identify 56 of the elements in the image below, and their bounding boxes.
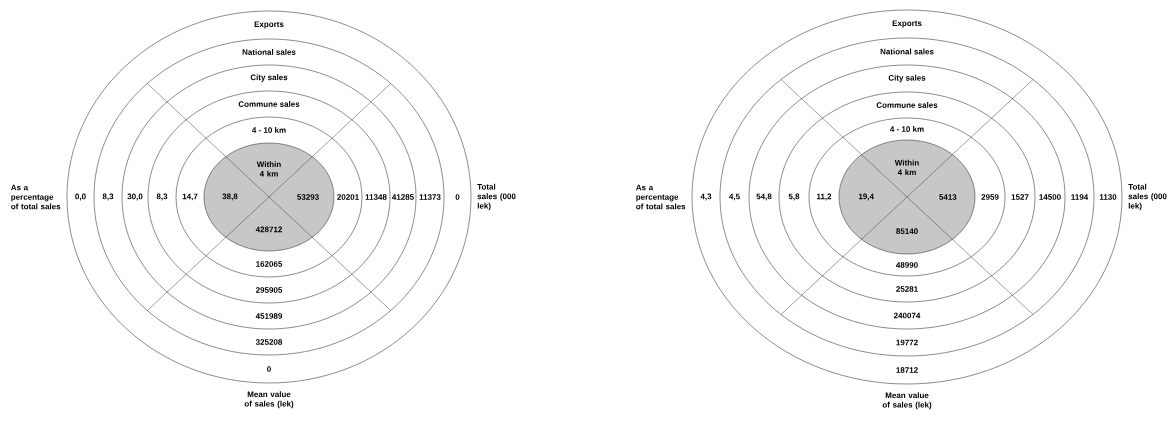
ring-name: 4 - 10 km (252, 127, 286, 133)
ring-name: City sales (888, 74, 926, 83)
ring-name: National sales (880, 48, 934, 55)
ring-name: Within 4 km (894, 159, 919, 176)
total-sales-value: 1130 (1099, 194, 1117, 200)
percentage-value: 19,4 (858, 193, 874, 201)
ring-name: Exports (892, 20, 922, 28)
total-sales-value: 2959 (981, 194, 999, 200)
percentage-value: 4,5 (729, 193, 740, 201)
axis-caption: Total sales (000 lek) (1128, 183, 1167, 211)
total-sales-value: 20201 (337, 194, 359, 200)
mean-value: 18712 (896, 367, 918, 373)
center-circle (838, 139, 976, 255)
ring-name: Exports (254, 21, 284, 29)
mean-value: 48990 (896, 262, 918, 268)
total-sales-value: 0 (455, 194, 460, 200)
ring-name: Commune sales (876, 102, 938, 108)
total-sales-value: 41285 (392, 194, 414, 200)
ring-name: Commune sales (238, 101, 300, 107)
total-sales-value: 1527 (1011, 194, 1029, 200)
total-sales-value: 11348 (365, 194, 387, 200)
center-circle (203, 142, 335, 252)
mean-value: 19772 (896, 339, 918, 346)
mean-value: 451989 (255, 313, 283, 319)
mean-value: 325208 (255, 339, 283, 345)
mean-value: 85140 (896, 228, 918, 235)
total-sales-value: 11373 (419, 194, 441, 200)
percentage-value: 0,0 (75, 193, 86, 201)
percentage-value: 5,8 (788, 193, 800, 201)
mean-value: 162065 (256, 261, 283, 267)
axis-caption: Mean value of sales (lek) (244, 391, 294, 409)
axis-caption: Mean value of sales (lek) (882, 392, 932, 410)
mean-value: 240074 (893, 312, 921, 319)
mean-value: 295905 (255, 287, 283, 293)
axis-caption: As a percentage of total sales (11, 184, 61, 210)
ring-name: City sales (250, 74, 288, 82)
percentage-value: 11,2 (816, 193, 832, 201)
axis-caption: As a percentage of total sales (636, 184, 686, 210)
ring-name: 4 - 10 km (890, 126, 924, 132)
ring-name: National sales (242, 49, 296, 55)
total-sales-value: 14500 (1039, 194, 1061, 200)
percentage-value: 30,0 (127, 193, 143, 201)
total-sales-value: 5413 (939, 194, 957, 200)
mean-value: 428712 (255, 226, 282, 233)
percentage-value: 8,3 (156, 193, 168, 201)
total-sales-value: 1194 (1071, 194, 1089, 200)
percentage-value: 14,7 (182, 193, 198, 201)
ring-name: Within 4 km (256, 161, 281, 177)
total-sales-value: 53293 (297, 194, 319, 200)
percentage-value: 8,3 (102, 193, 114, 201)
mean-value: 25281 (896, 286, 918, 292)
mean-value: 0 (267, 366, 271, 372)
percentage-value: 54,8 (756, 193, 772, 201)
percentage-value: 4,3 (700, 193, 712, 201)
axis-caption: Total sales (000 lek) (477, 183, 516, 211)
percentage-value: 38,8 (222, 193, 238, 201)
